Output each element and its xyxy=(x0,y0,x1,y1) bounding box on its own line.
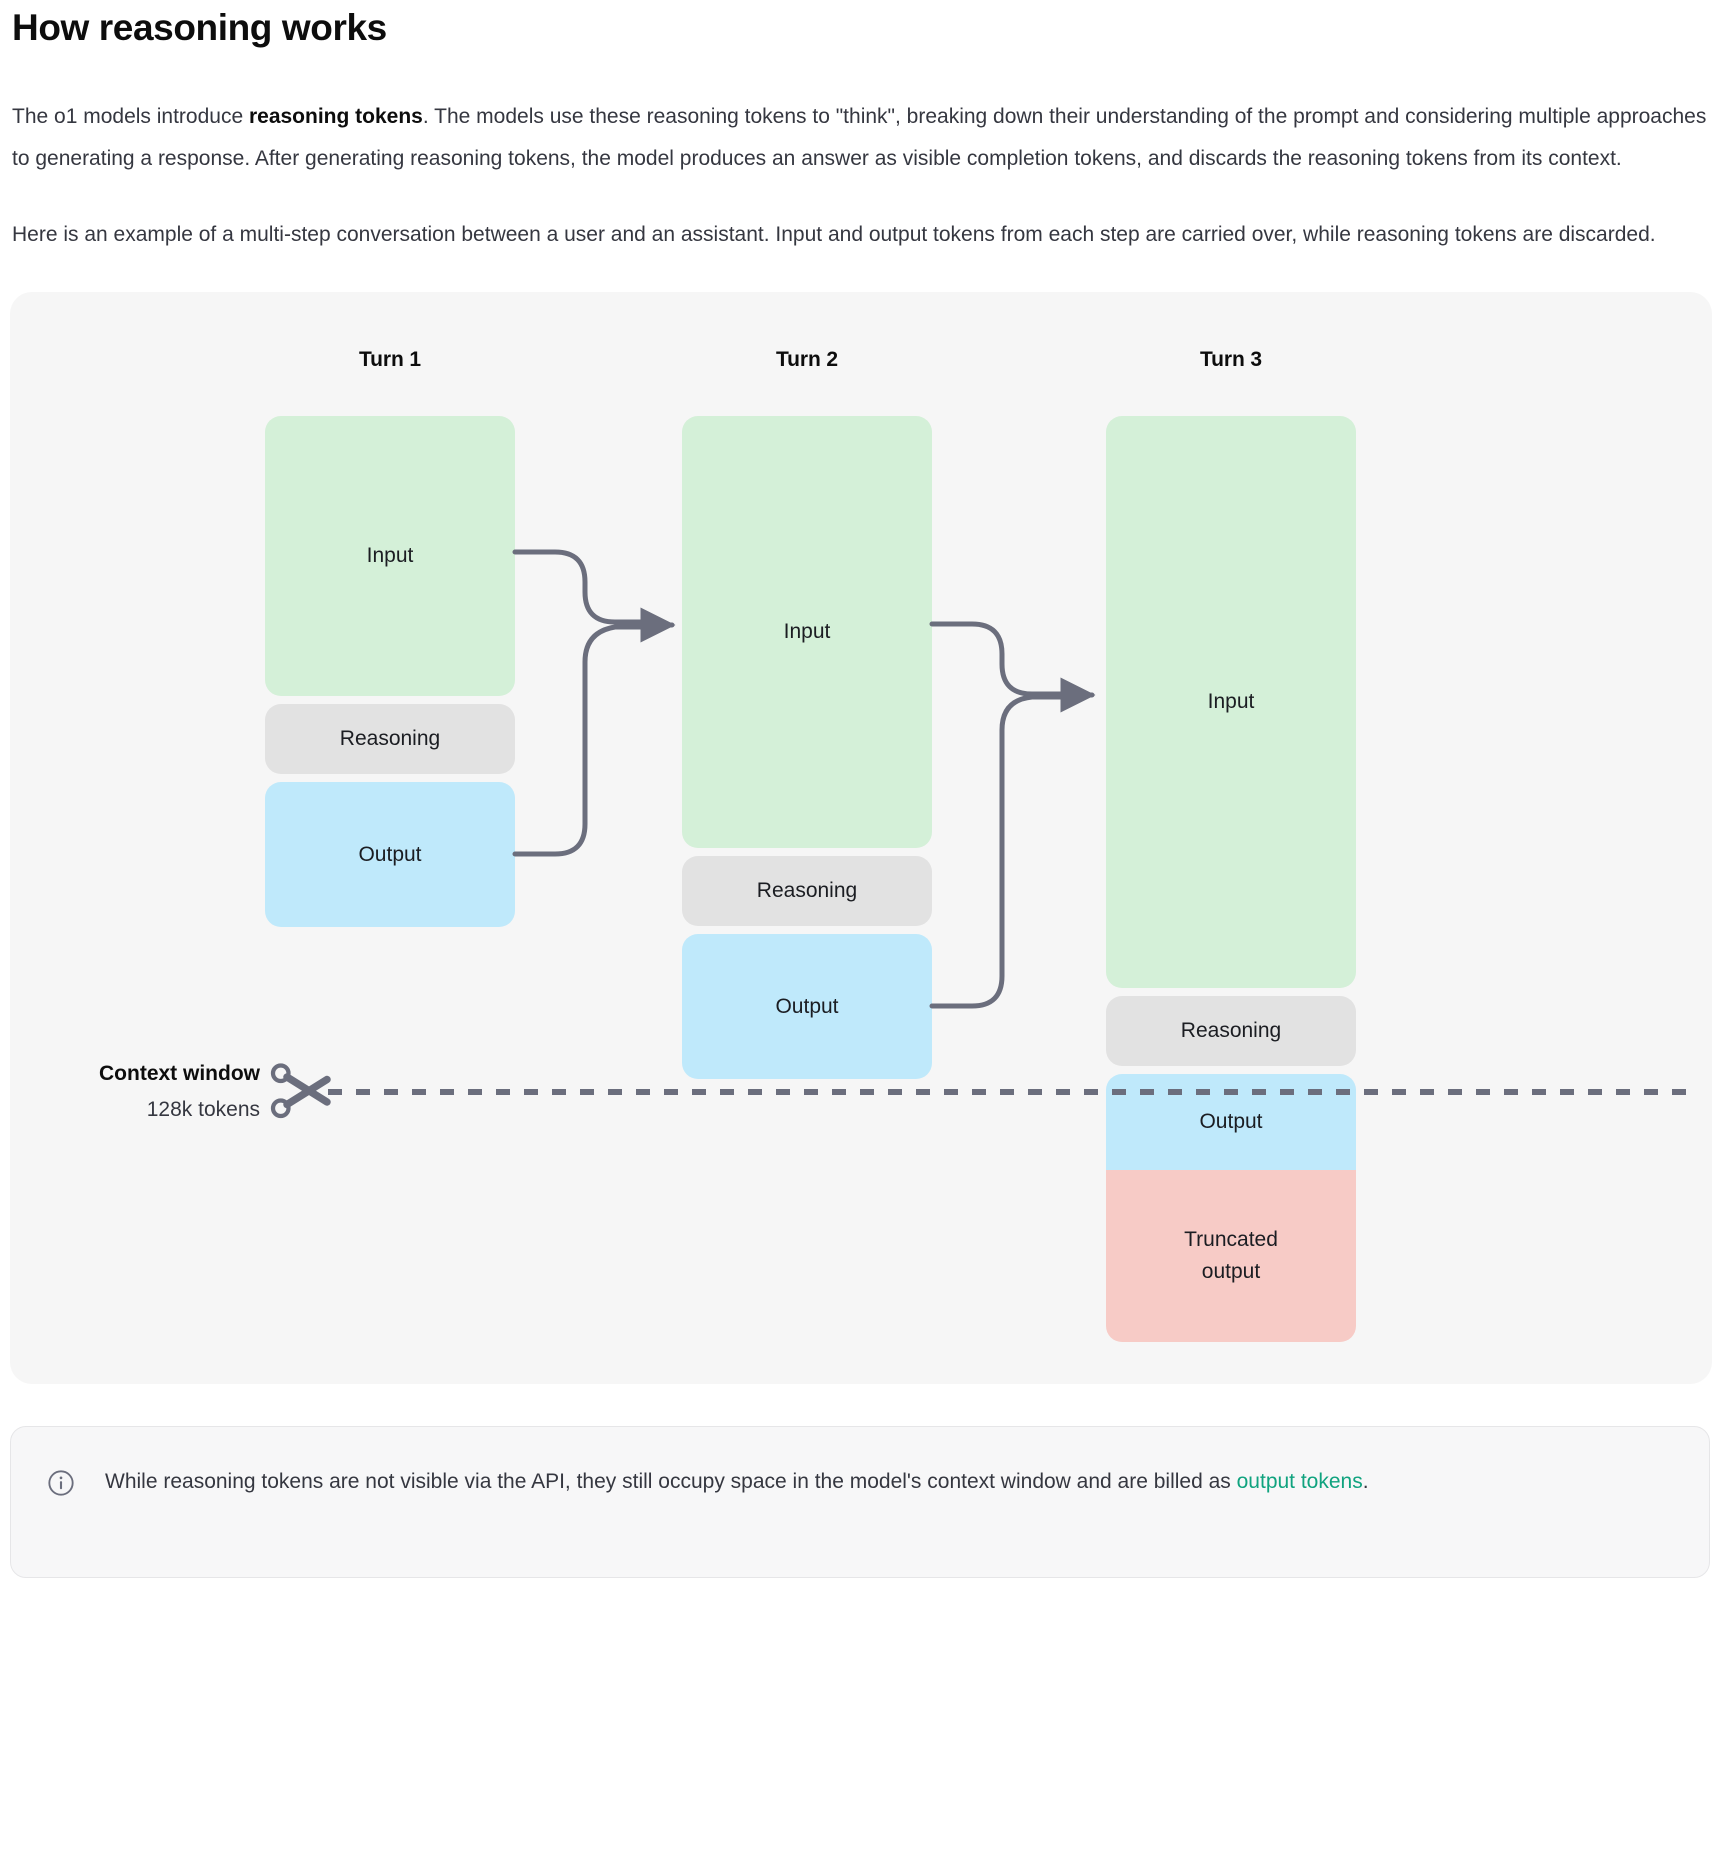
turn-1-output-block: Output xyxy=(265,782,515,927)
context-window-label: Context window 128k tokens xyxy=(30,1056,260,1128)
turn-2-output-block: Output xyxy=(682,934,932,1079)
diagram-connectors xyxy=(270,549,1690,1119)
callout-text-before: While reasoning tokens are not visible v… xyxy=(105,1470,1237,1493)
info-callout: While reasoning tokens are not visible v… xyxy=(10,1426,1710,1578)
turn-1-input-block: Input xyxy=(265,416,515,696)
turn-2-label: Turn 2 xyxy=(775,348,838,371)
scissors-icon xyxy=(270,1063,331,1119)
context-window-value: 128k tokens xyxy=(146,1098,260,1121)
truncated-output-line-2: output xyxy=(1201,1260,1261,1283)
output-tokens-link[interactable]: output tokens xyxy=(1236,1470,1363,1493)
context-window-title: Context window xyxy=(99,1062,260,1085)
turn-1-label: Turn 1 xyxy=(358,348,421,371)
reasoning-flow-diagram: Turn 1 Turn 2 Turn 3 Input Reasoning Out… xyxy=(10,292,1712,1384)
turn-2-input-block: Input xyxy=(682,416,932,848)
turn-3-reasoning-block: Reasoning xyxy=(1106,996,1356,1066)
truncated-output-line-1: Truncated xyxy=(1184,1228,1278,1251)
reasoning-tokens-emphasis: reasoning tokens xyxy=(248,105,423,128)
wire-turn1-output-to-turn2 xyxy=(512,624,663,857)
callout-text: While reasoning tokens are not visible v… xyxy=(105,1461,1369,1503)
callout-text-after: . xyxy=(1362,1470,1369,1493)
turn-3-input-block: Input xyxy=(1106,416,1356,988)
info-icon xyxy=(47,1469,75,1497)
turn-1-reasoning-block: Reasoning xyxy=(265,704,515,774)
turn-3-label: Turn 3 xyxy=(1199,348,1262,371)
turn-3-truncated-output-block: Truncated output xyxy=(1106,1170,1356,1342)
intro-paragraph: The o1 models introduce reasoning tokens… xyxy=(10,96,1712,180)
wire-turn2-input-to-turn3 xyxy=(929,621,1075,697)
turn-2-reasoning-block: Reasoning xyxy=(682,856,932,926)
page-title: How reasoning works xyxy=(12,7,387,48)
paragraph-1-post: . The models use these reasoning tokens … xyxy=(12,105,1707,170)
wire-turn2-output-to-turn3 xyxy=(929,694,1075,1009)
example-paragraph: Here is an example of a multi-step conve… xyxy=(12,223,1656,246)
wire-turn1-input-to-turn2 xyxy=(512,549,663,625)
paragraph-1-pre: The o1 models introduce xyxy=(12,105,249,128)
